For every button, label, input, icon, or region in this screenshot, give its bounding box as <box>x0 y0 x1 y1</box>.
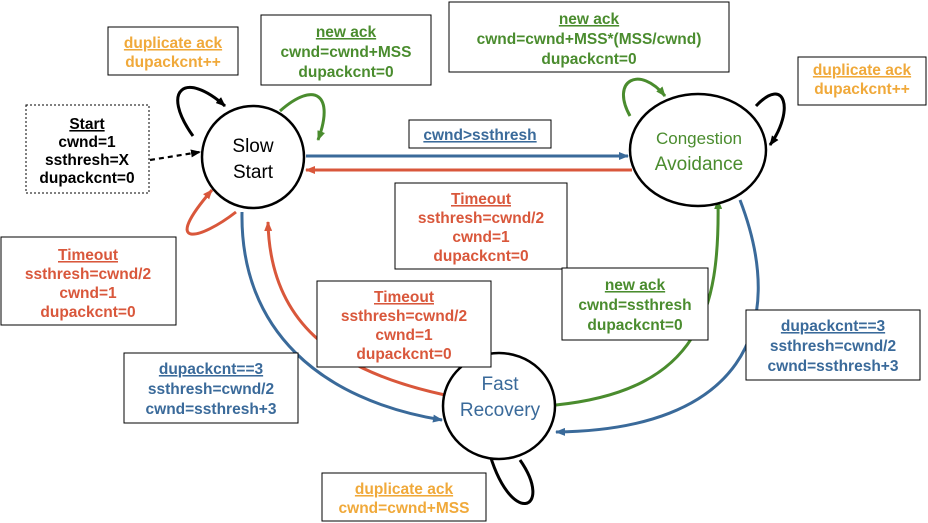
ca-to-fr-arrow <box>555 199 760 436</box>
state-slow-start: Slow Start <box>200 104 306 210</box>
label-ca-timeout-line: dupackcnt=0 <box>433 248 528 265</box>
state-congestion-avoidance-line2: Avoidance <box>655 154 743 175</box>
state-fast-recovery: Fast Recovery <box>441 351 557 461</box>
state-slow-start-line2: Start <box>233 162 274 183</box>
start-arrow <box>149 149 201 162</box>
label-ca-timeout-title: Timeout <box>451 191 511 208</box>
label-ca-timeout: Timeout ssthresh=cwnd/2 cwnd=1 dupackcnt… <box>394 182 568 270</box>
label-fr-timeout-line: ssthresh=cwnd/2 <box>341 308 467 325</box>
label-ss-timeout-line: dupackcnt=0 <box>40 304 135 321</box>
label-ss-new-ack-title: new ack <box>316 24 377 41</box>
label-ss-timeout-line: ssthresh=cwnd/2 <box>25 266 151 283</box>
label-ss-timeout: Timeout ssthresh=cwnd/2 cwnd=1 dupackcnt… <box>0 236 177 326</box>
state-fast-recovery-line1: Fast <box>482 374 520 395</box>
label-fr-new-ack: new ack cwnd=ssthresh dupackcnt=0 <box>561 267 709 341</box>
label-ca-new-ack-line: cwnd=cwnd+MSS*(MSS/cwnd) <box>477 31 702 48</box>
label-ca-new-ack-line: dupackcnt=0 <box>541 51 636 68</box>
label-fr-timeout: Timeout ssthresh=cwnd/2 cwnd=1 dupackcnt… <box>316 280 492 368</box>
label-ca-dupack3: dupackcnt==3 ssthresh=cwnd/2 cwnd=ssthre… <box>745 309 921 381</box>
state-slow-start-line1: Slow <box>232 136 273 157</box>
label-start: Start cwnd=1 ssthresh=X dupackcnt=0 <box>25 104 150 194</box>
label-fr-new-ack-line: cwnd=ssthresh <box>578 297 691 314</box>
label-ss-dup-ack-title: duplicate ack <box>124 35 223 52</box>
label-ca-dupack3-line: ssthresh=cwnd/2 <box>770 338 896 355</box>
ss-dup-ack-loop <box>176 86 227 137</box>
label-fr-dup-ack-title: duplicate ack <box>355 481 454 498</box>
label-start-line: cwnd=1 <box>58 134 116 151</box>
label-ca-dup-ack: duplicate ack dupackcnt++ <box>797 56 927 106</box>
label-ca-timeout-line: ssthresh=cwnd/2 <box>418 210 544 227</box>
label-ss-dupack3-line: cwnd=ssthresh+3 <box>146 401 277 418</box>
label-ss-dup-ack-line: dupackcnt++ <box>125 54 221 71</box>
label-fr-dup-ack-line: cwnd=cwnd+MSS <box>339 500 470 517</box>
label-fr-timeout-line: cwnd=1 <box>375 327 433 344</box>
ca-dup-ack-loop <box>754 92 786 146</box>
label-ss-to-ca: cwnd>ssthresh <box>408 119 552 149</box>
label-ca-dup-ack-line: dupackcnt++ <box>814 81 910 98</box>
label-ss-dupack3: dupackcnt==3 ssthresh=cwnd/2 cwnd=ssthre… <box>123 352 299 424</box>
state-fast-recovery-line2: Recovery <box>460 400 541 421</box>
label-fr-timeout-title: Timeout <box>374 289 434 306</box>
label-ss-dup-ack: duplicate ack dupackcnt++ <box>107 26 239 76</box>
label-ss-timeout-line: cwnd=1 <box>59 285 117 302</box>
label-fr-new-ack-title: new ack <box>605 277 666 294</box>
label-ca-dup-ack-title: duplicate ack <box>813 62 912 79</box>
label-fr-dup-ack: duplicate ack cwnd=cwnd+MSS <box>321 472 487 522</box>
state-congestion-avoidance: Congestion Avoidance <box>628 92 768 208</box>
label-start-title: Start <box>69 116 104 133</box>
label-start-line: ssthresh=X <box>45 152 130 169</box>
label-ss-dupack3-title: dupackcnt==3 <box>159 361 264 378</box>
label-ss-new-ack-line: dupackcnt=0 <box>298 64 393 81</box>
ss-timeout-loop <box>185 189 237 236</box>
label-fr-new-ack-line: dupackcnt=0 <box>587 317 682 334</box>
label-ca-dupack3-line: cwnd=ssthresh+3 <box>768 358 899 375</box>
label-ss-to-ca-title: cwnd>ssthresh <box>423 127 536 144</box>
label-ss-new-ack-line: cwnd=cwnd+MSS <box>281 44 412 61</box>
fr-dup-ack-loop <box>486 447 535 505</box>
label-ss-timeout-title: Timeout <box>58 247 118 264</box>
fr-to-ss-arrow <box>264 221 446 397</box>
label-ss-new-ack: new ack cwnd=cwnd+MSS dupackcnt=0 <box>260 14 432 86</box>
label-start-line: dupackcnt=0 <box>39 170 134 187</box>
label-ca-dupack3-title: dupackcnt==3 <box>781 318 886 335</box>
label-ss-dupack3-line: ssthresh=cwnd/2 <box>148 381 274 398</box>
label-ca-timeout-line: cwnd=1 <box>452 229 510 246</box>
label-ca-new-ack: new ack cwnd=cwnd+MSS*(MSS/cwnd) dupackc… <box>448 1 730 73</box>
label-fr-timeout-line: dupackcnt=0 <box>356 346 451 363</box>
ca-new-ack-loop <box>622 77 667 117</box>
state-congestion-avoidance-line1: Congestion <box>656 129 742 148</box>
label-ca-new-ack-title: new ack <box>559 11 620 28</box>
ss-new-ack-loop <box>279 93 326 141</box>
